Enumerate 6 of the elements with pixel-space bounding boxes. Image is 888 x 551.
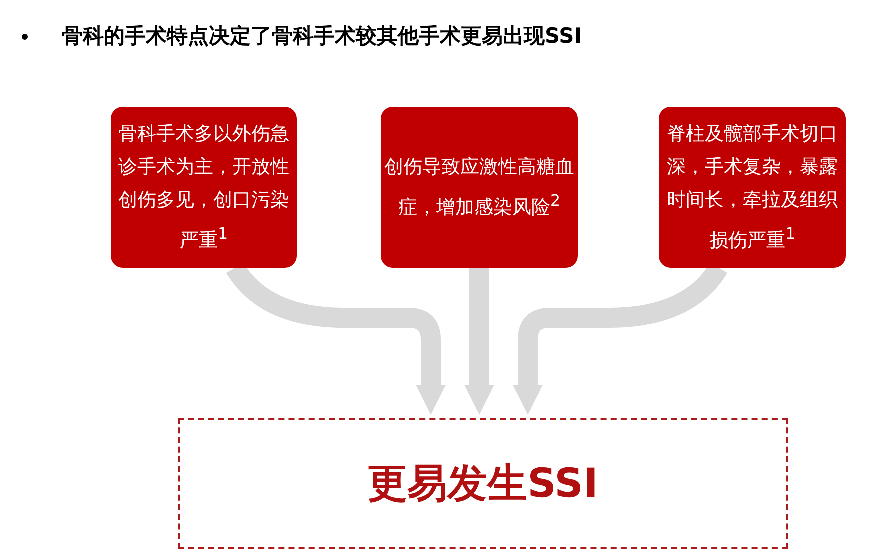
arrow xyxy=(464,268,494,415)
cause-box: 创伤导致应激性高糖血症，增加感染风险$^{2}$ xyxy=(381,107,578,268)
result-box: 更易发生SSI xyxy=(178,418,788,549)
title: 骨科的手术特点决定了骨科手术较其他手术更易出现SSI xyxy=(62,23,582,50)
cause-box: 骨科手术多以外伤急诊手术为主，开放性创伤多见，创口污染严重$^{1}$ xyxy=(111,107,297,268)
cause-box: 脊柱及髋部手术切口深，手术复杂，暴露时间长，牵拉及组织损伤严重$^{1}$ xyxy=(659,107,846,268)
